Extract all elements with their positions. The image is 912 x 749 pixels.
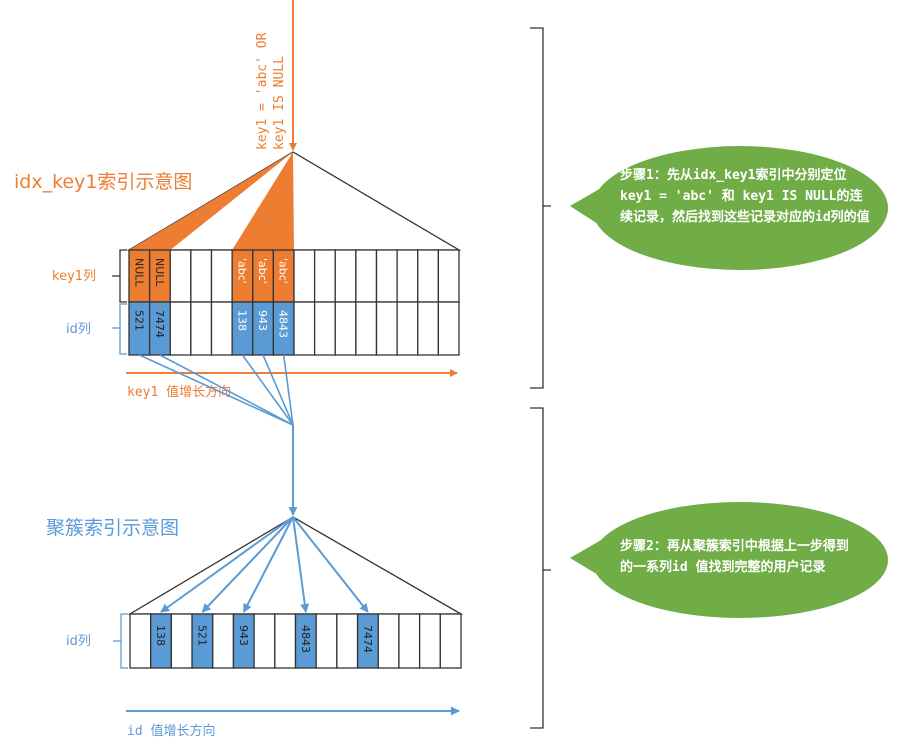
id-row-label-top: id列 <box>66 322 91 337</box>
id-connector-line <box>282 354 294 426</box>
id-cell <box>355 301 378 356</box>
clustered-id-cell <box>377 613 400 669</box>
clustered-id-value: 943 <box>237 625 250 646</box>
clustered-id-cell <box>315 613 338 669</box>
step2-bubble <box>570 502 888 618</box>
clustered-id-cell <box>170 613 193 669</box>
id-cell <box>437 301 460 356</box>
id-value: 7474 <box>153 310 166 338</box>
query-line-2: key1 IS NULL <box>272 56 287 150</box>
clustered-id-value: 4843 <box>299 625 312 653</box>
key1-value: 'abc' <box>277 258 290 284</box>
id-cell <box>190 301 213 356</box>
id-connector-line <box>159 354 294 426</box>
clustered-index-title: 聚簇索引示意图 <box>46 517 179 539</box>
key1-row-brace <box>112 249 127 303</box>
id-value: 521 <box>132 310 145 331</box>
query-line-1: key1 = 'abc' OR <box>255 32 270 150</box>
id-row-brace-top <box>112 303 127 355</box>
id-row-label-bottom: id列 <box>66 634 91 649</box>
lookup-record-arrow <box>201 516 294 613</box>
clustered-id-cell <box>212 613 235 669</box>
key1-cell <box>437 249 460 303</box>
id-cell <box>293 301 316 356</box>
step1-bracket <box>530 27 551 389</box>
id-connector-line <box>138 354 294 426</box>
id-value: 4843 <box>277 310 290 338</box>
clustered-id-cell <box>253 613 276 669</box>
key1-cell <box>375 249 398 303</box>
lookup-record-arrow <box>242 516 294 613</box>
clustered-id-value: 138 <box>154 625 167 646</box>
key1-cell <box>313 249 336 303</box>
index-range-fan <box>129 152 293 250</box>
lookup-record-arrow <box>292 516 369 613</box>
id-value: 138 <box>235 310 248 331</box>
step2-bracket <box>530 407 551 729</box>
clustered-id-value: 521 <box>195 625 208 646</box>
id-direction-label: id 值增长方向 <box>127 723 215 739</box>
secondary-index-title: idx_key1索引示意图 <box>14 171 192 193</box>
id-cell <box>417 301 440 356</box>
step1-text: 步骤1：先从idx_key1索引中分别定位 key1 = 'abc' 和 key… <box>620 168 870 225</box>
key1-cell <box>396 249 419 303</box>
clustered-id-cell <box>398 613 421 669</box>
clustered-id-value: 7474 <box>361 625 374 653</box>
id-cell <box>313 301 336 356</box>
key1-cell <box>169 249 192 303</box>
id-connector-line <box>262 354 294 426</box>
key1-value: 'abc' <box>235 258 248 284</box>
id-connector-line <box>241 354 294 426</box>
id-cell <box>375 301 398 356</box>
clustered-id-cell <box>274 613 297 669</box>
clustered-id-cell <box>439 613 462 669</box>
step2-text: 步骤2：再从聚簇索引中根据上一步得到的一系列id 值找到完整的用户记录 <box>620 539 849 575</box>
key1-cell <box>190 249 213 303</box>
key1-direction-label: key1 值增长方向 <box>127 384 231 400</box>
key1-cell <box>210 249 233 303</box>
key1-cell <box>293 249 316 303</box>
index-range-fan <box>232 152 294 250</box>
id-cell <box>169 301 192 356</box>
key1-value: NULL <box>132 258 145 287</box>
id-cell <box>334 301 357 356</box>
key1-cell <box>417 249 440 303</box>
id-value: 943 <box>256 310 269 331</box>
id-row-brace-bottom <box>113 613 128 669</box>
clustered-id-cell <box>418 613 441 669</box>
lookup-record-arrow <box>160 516 294 613</box>
key1-cell <box>334 249 357 303</box>
key1-cell <box>355 249 378 303</box>
key1-value: NULL <box>153 258 166 287</box>
step1-bubble <box>570 146 888 270</box>
key1-value: 'abc' <box>256 258 269 284</box>
lookup-record-arrow <box>292 516 310 613</box>
clustered-id-cell <box>336 613 359 669</box>
clustered-id-cell <box>129 613 152 669</box>
key1-row-label: key1列 <box>52 269 96 284</box>
id-cell <box>396 301 419 356</box>
id-cell <box>210 301 233 356</box>
